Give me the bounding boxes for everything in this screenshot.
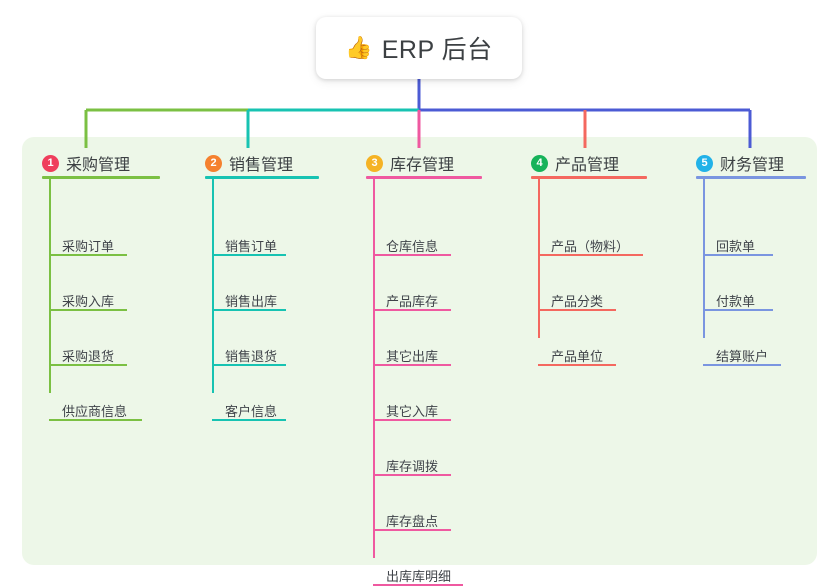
leaf-rule xyxy=(373,474,451,476)
leaf-label: 销售出库 xyxy=(225,294,278,309)
leaf-rule xyxy=(212,419,286,421)
branch-title: 采购管理 xyxy=(66,157,131,174)
leaf-rule xyxy=(212,254,286,256)
leaf-rule xyxy=(373,584,463,586)
leaf-label: 销售退货 xyxy=(225,349,278,364)
branch-column-2: 2 销售管理销售订单销售出库销售退货客户信息 xyxy=(205,150,319,421)
thumbs-up-icon: 👍 xyxy=(345,35,373,60)
leaf-rule xyxy=(49,419,142,421)
branch-header-1[interactable]: 1 采购管理 xyxy=(42,150,130,176)
leaf-label: 结算账户 xyxy=(716,349,769,364)
branch-header-rule xyxy=(205,176,319,179)
leaf-rule xyxy=(212,309,286,311)
branch-spine xyxy=(373,178,375,558)
leaf-label: 仓库信息 xyxy=(386,239,439,254)
leaf-label: 回款单 xyxy=(716,239,756,254)
leaf-label: 销售订单 xyxy=(225,239,278,254)
leaf-label: 供应商信息 xyxy=(62,404,128,419)
branch-column-5: 5 财务管理回款单付款单结算账户 xyxy=(696,150,806,366)
branch-header-2[interactable]: 2 销售管理 xyxy=(205,150,293,176)
branch-header-rule xyxy=(42,176,160,179)
branch-spine xyxy=(538,178,540,338)
leaf-label: 采购入库 xyxy=(62,294,115,309)
leaf-label: 库存调拨 xyxy=(386,459,439,474)
branch-header-rule xyxy=(696,176,806,179)
leaf-label: 产品分类 xyxy=(551,294,604,309)
branch-title: 产品管理 xyxy=(555,157,620,174)
branch-index-badge: 3 xyxy=(366,154,383,172)
leaf-label: 产品库存 xyxy=(386,294,439,309)
leaf-label: 采购订单 xyxy=(62,239,115,254)
branch-header-rule xyxy=(531,176,647,179)
leaf-label: 产品（物料） xyxy=(551,239,630,254)
branch-header-5[interactable]: 5 财务管理 xyxy=(696,150,784,176)
branch-title: 财务管理 xyxy=(720,157,785,174)
leaf-rule xyxy=(373,419,451,421)
leaf-rule xyxy=(703,254,773,256)
leaf-rule xyxy=(373,309,451,311)
branch-index-badge: 4 xyxy=(531,154,548,172)
branch-column-3: 3 库存管理仓库信息产品库存其它出库其它入库库存调拨库存盘点出库库明细 xyxy=(366,150,482,586)
branch-index-badge: 2 xyxy=(205,154,222,172)
branch-title: 销售管理 xyxy=(229,157,294,174)
leaf-label: 其它入库 xyxy=(386,404,439,419)
leaf-rule xyxy=(373,254,451,256)
branch-spine xyxy=(212,178,214,393)
leaf-rule xyxy=(538,309,616,311)
branch-title: 库存管理 xyxy=(390,157,455,174)
leaf-rule xyxy=(212,364,286,366)
leaf-label: 付款单 xyxy=(716,294,756,309)
leaf-label: 库存盘点 xyxy=(386,514,439,529)
leaf-label: 出库库明细 xyxy=(386,569,452,584)
root-node-card[interactable]: 👍 ERP 后台 xyxy=(316,17,522,79)
leaf-rule xyxy=(538,254,643,256)
leaf-rule xyxy=(538,364,616,366)
leaf-label: 产品单位 xyxy=(551,349,604,364)
branch-column-1: 1 采购管理采购订单采购入库采购退货供应商信息 xyxy=(42,150,160,421)
leaf-rule xyxy=(49,309,127,311)
leaf-label: 其它出库 xyxy=(386,349,439,364)
branches-panel xyxy=(22,137,817,565)
branch-index-badge: 1 xyxy=(42,154,59,172)
leaf-rule xyxy=(373,529,451,531)
branch-header-rule xyxy=(366,176,482,179)
branch-index-badge: 5 xyxy=(696,154,713,172)
leaf-rule xyxy=(49,254,127,256)
leaf-rule xyxy=(703,364,781,366)
leaf-label: 客户信息 xyxy=(225,404,278,419)
leaf-rule xyxy=(373,364,451,366)
leaf-rule xyxy=(49,364,127,366)
root-node-title: ERP 后台 xyxy=(381,36,493,64)
branch-spine xyxy=(49,178,51,393)
branch-header-3[interactable]: 3 库存管理 xyxy=(366,150,454,176)
leaf-rule xyxy=(703,309,773,311)
branch-column-4: 4 产品管理产品（物料） 产品分类产品单位 xyxy=(531,150,647,366)
branch-spine xyxy=(703,178,705,338)
leaf-label: 采购退货 xyxy=(62,349,115,364)
branch-header-4[interactable]: 4 产品管理 xyxy=(531,150,619,176)
